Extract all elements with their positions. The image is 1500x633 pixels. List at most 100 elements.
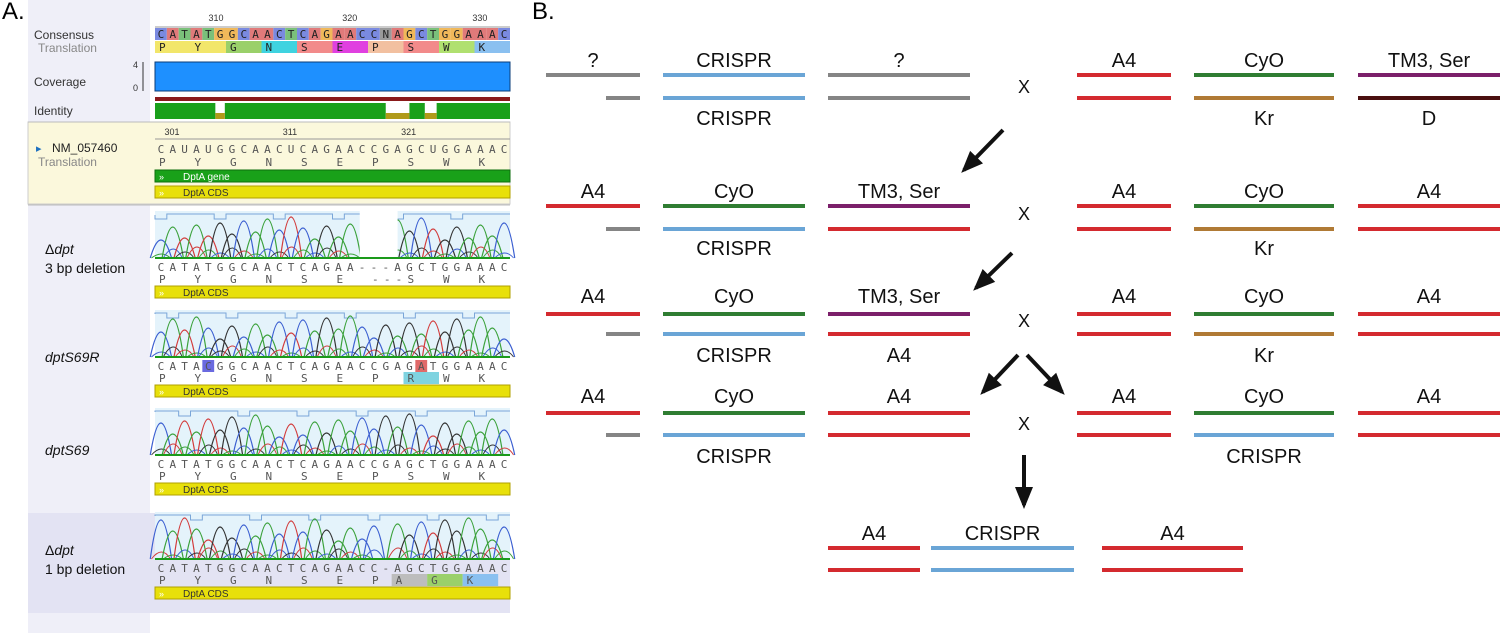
trace-minor-peak	[340, 551, 361, 560]
track-base: G	[229, 360, 236, 373]
trace-minor-peak	[245, 351, 266, 358]
track-base: A	[465, 360, 472, 373]
consensus-aa-bg	[155, 41, 191, 53]
reference-translation-label: Translation	[38, 155, 97, 169]
track-base: T	[205, 458, 212, 471]
track-cds-label: DptA CDS	[183, 589, 229, 600]
consensus-base: A	[169, 28, 176, 41]
trace-minor-peak	[186, 352, 207, 358]
track-aa: Y	[195, 273, 202, 286]
trace-minor-peak	[233, 445, 254, 456]
trace-minor-peak	[163, 554, 183, 560]
track-cds-bar	[154, 482, 511, 496]
reference-base: G	[382, 143, 389, 156]
reference-base: C	[300, 143, 307, 156]
track-base: C	[359, 458, 366, 471]
frameshift-aa-bg	[391, 574, 428, 586]
trace-peak	[303, 330, 326, 358]
track-base: A	[311, 562, 318, 575]
track-aa: Y	[195, 574, 202, 587]
consensus-base-bg	[427, 28, 439, 40]
track-base: A	[252, 360, 259, 373]
right-chromosome-bottom-label: Kr	[1254, 108, 1274, 130]
track-base: A	[347, 360, 354, 373]
consensus-aa-bg	[332, 41, 368, 53]
trace-minor-peak	[198, 444, 219, 456]
reference-base: G	[217, 143, 224, 156]
reference-base: U	[205, 143, 212, 156]
right-chromosome-top-label: CyO	[1244, 50, 1284, 72]
trace-peak	[374, 415, 397, 456]
trace-peak	[315, 529, 338, 560]
trace-peak	[339, 223, 362, 259]
track-base: C	[300, 458, 307, 471]
consensus-base: A	[252, 28, 259, 41]
trace-minor-peak	[151, 253, 171, 259]
trace-minor-peak	[446, 443, 467, 456]
reference-base: A	[489, 143, 496, 156]
consensus-base-bg	[462, 28, 475, 40]
consensus-aa: E	[337, 41, 344, 54]
trace-peak	[457, 237, 480, 259]
track-base: C	[359, 360, 366, 373]
consensus-base-bg	[308, 28, 321, 40]
trace-minor-peak	[411, 553, 432, 560]
trace-peak	[492, 429, 516, 456]
track-base: A	[311, 360, 318, 373]
left-chromosome-top-label: A4	[581, 286, 605, 308]
track-base: A	[252, 458, 259, 471]
consensus-base-bg	[214, 28, 226, 40]
track-base: T	[288, 360, 295, 373]
track-name: dptS69R	[45, 349, 99, 365]
consensus-base-bg	[178, 28, 191, 40]
trace-minor-peak	[352, 443, 372, 456]
trace-minor-peak	[482, 347, 503, 358]
identity-top	[155, 97, 510, 101]
track-base: A	[252, 261, 259, 274]
track-cds-bar	[154, 384, 511, 398]
trace-minor-peak	[340, 351, 361, 358]
trace-minor-peak	[174, 349, 195, 358]
trace-minor-peak	[458, 251, 479, 259]
trace-minor-peak	[399, 252, 420, 259]
frameshift-aa-bg	[462, 574, 499, 586]
trace-minor-peak	[162, 248, 183, 259]
gene-bar-chevron: »	[159, 172, 164, 182]
trace-peak	[208, 338, 232, 358]
track-aa: K	[479, 372, 486, 385]
left-chromosome-top-label: CyO	[714, 181, 754, 203]
ruler-label: 330	[472, 13, 487, 23]
track-aa: P	[159, 470, 166, 483]
track-base: A	[477, 458, 484, 471]
gene-bar	[154, 169, 511, 183]
track-base: C	[276, 562, 283, 575]
consensus-base: A	[477, 28, 484, 41]
track-aa: K	[479, 273, 486, 286]
track-cds-label: DptA CDS	[183, 288, 229, 299]
track-base: A	[193, 360, 200, 373]
trace-minor-peak	[316, 345, 337, 358]
reference-base: G	[229, 143, 236, 156]
consensus-base-bg	[320, 28, 333, 40]
consensus-base: A	[489, 28, 496, 41]
track-aa: G	[230, 574, 237, 587]
track-base: G	[406, 261, 413, 274]
track-base: A	[335, 458, 342, 471]
trace-peak	[350, 326, 374, 358]
trace-minor-peak	[210, 252, 230, 259]
consensus-aa-bg	[474, 41, 510, 53]
trace-peak	[315, 225, 338, 259]
track-base: A	[264, 458, 271, 471]
trace-peak	[469, 431, 492, 456]
track-base: A	[394, 261, 401, 274]
consensus-aa: Y	[195, 41, 202, 54]
trace-peak	[256, 218, 279, 259]
trace-minor-peak	[482, 547, 503, 560]
track-aa: -	[384, 273, 391, 286]
track-aa: E	[337, 470, 344, 483]
track-base: A	[489, 360, 496, 373]
track-base: G	[229, 458, 236, 471]
track-aa: -	[372, 273, 379, 286]
consensus-base-bg	[474, 28, 487, 40]
track-base: -	[382, 261, 389, 274]
